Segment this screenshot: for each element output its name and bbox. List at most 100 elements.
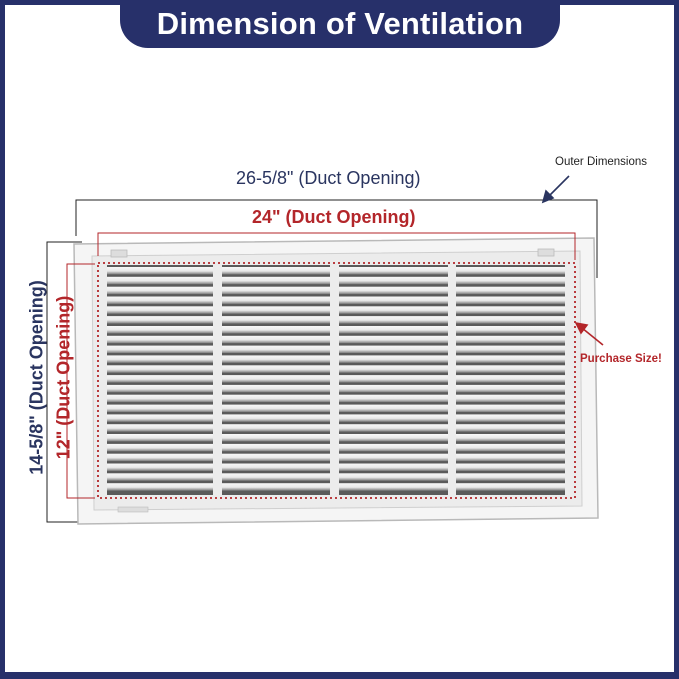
louver-slat: [456, 276, 565, 285]
louver-slat: [107, 463, 213, 471]
outer-width-bracket: [75, 199, 598, 278]
louver-slat: [222, 345, 330, 353]
louver-slat: [107, 276, 213, 285]
louver-slat: [222, 434, 330, 442]
louver-slat: [339, 267, 448, 275]
purchase-size-note: Purchase Size!: [580, 353, 662, 365]
louver-slat: [107, 316, 213, 324]
louver-slat: [107, 414, 213, 422]
louver-slat: [339, 404, 448, 412]
louver-slat: [222, 453, 330, 462]
louver-slat: [456, 335, 565, 344]
louver-slat: [339, 296, 448, 304]
louver-slat: [339, 463, 448, 471]
louver-slat: [339, 434, 448, 442]
louver-slat: [339, 335, 448, 344]
louver-slat: [456, 473, 565, 481]
louver-slat: [339, 414, 448, 422]
louver-slat: [456, 453, 565, 462]
louver-slat: [107, 443, 213, 452]
louver-slat: [456, 355, 565, 363]
louver-slat: [456, 267, 565, 275]
louver-slat: [222, 335, 330, 344]
louver-slat: [339, 375, 448, 383]
louver-slat: [222, 384, 330, 393]
louver-slat: [222, 296, 330, 304]
louver-slat: [339, 443, 448, 452]
louver-slat: [107, 286, 213, 295]
louver-slat: [107, 434, 213, 442]
louver-slat: [107, 365, 213, 373]
inner-height-label: 12" (Duct Opening): [53, 295, 74, 460]
louver-slat: [339, 316, 448, 324]
purchase-size-outline: [97, 262, 576, 499]
louver-slat: [456, 463, 565, 471]
louver-slat: [107, 335, 213, 344]
louver-slat: [456, 375, 565, 383]
outer-width-label: 26-5/8" (Duct Opening): [236, 168, 421, 188]
louver-slat: [107, 375, 213, 383]
louver-slat: [339, 453, 448, 462]
louver-slat: [222, 424, 330, 432]
louver-slat: [456, 443, 565, 452]
louver-slat: [222, 394, 330, 403]
louver-slat: [339, 384, 448, 393]
louver-slat: [222, 375, 330, 383]
louver-slat: [456, 306, 565, 314]
louver-slat: [339, 345, 448, 353]
louver-slat: [222, 414, 330, 422]
louver-slat: [222, 267, 330, 275]
outer-height-bracket: [46, 241, 82, 523]
arrow-down-left-icon: [541, 175, 570, 204]
louver-slat: [339, 306, 448, 314]
louver-slat: [222, 365, 330, 373]
louver-slat: [222, 473, 330, 481]
outer-dimensions-note: Outer Dimensions: [555, 156, 648, 168]
louver-slat: [339, 286, 448, 295]
louver-slat: [107, 345, 213, 353]
louver-slat: [339, 326, 448, 334]
louver-slat: [456, 286, 565, 295]
louver-slat: [456, 365, 565, 373]
louver-slat: [107, 296, 213, 304]
louver-slat: [222, 276, 330, 285]
louver-slat: [456, 326, 565, 334]
outer-height-label: 14-5/8" (Duct Opening): [26, 280, 47, 475]
louver-slat: [222, 306, 330, 314]
louver-slat: [107, 424, 213, 432]
louver-slat: [107, 384, 213, 393]
louver-slat: [339, 473, 448, 481]
inner-height-bracket: [66, 263, 95, 499]
louver-slat: [107, 267, 213, 275]
louver-slat: [456, 394, 565, 403]
louver-slat: [339, 355, 448, 363]
louver-slat: [107, 473, 213, 481]
louver-slat: [107, 355, 213, 363]
louver-slat: [222, 404, 330, 412]
inner-width-bracket: [97, 232, 576, 260]
louver-slat: [339, 424, 448, 432]
louver-slat: [222, 326, 330, 334]
louver-slat: [456, 384, 565, 393]
louver-slat: [222, 443, 330, 452]
arrow-up-left-icon: [574, 321, 604, 346]
louver-slat: [456, 316, 565, 324]
louver-slat: [456, 345, 565, 353]
vent-grille: [73, 237, 599, 525]
louver-slat: [456, 424, 565, 432]
louver-slat: [339, 276, 448, 285]
louver-slat: [339, 483, 448, 491]
louver-slat: [107, 306, 213, 314]
louver-slat: [222, 483, 330, 491]
louver-slat: [222, 463, 330, 471]
page-title: Dimension of Ventilation: [120, 0, 560, 48]
louver-slat: [456, 404, 565, 412]
louver-slat: [456, 296, 565, 304]
louver-slat: [339, 394, 448, 403]
louver-slat: [222, 286, 330, 295]
louver-slat: [107, 404, 213, 412]
louver-slat: [456, 414, 565, 422]
louver-slat: [107, 326, 213, 334]
louver-slat: [222, 316, 330, 324]
